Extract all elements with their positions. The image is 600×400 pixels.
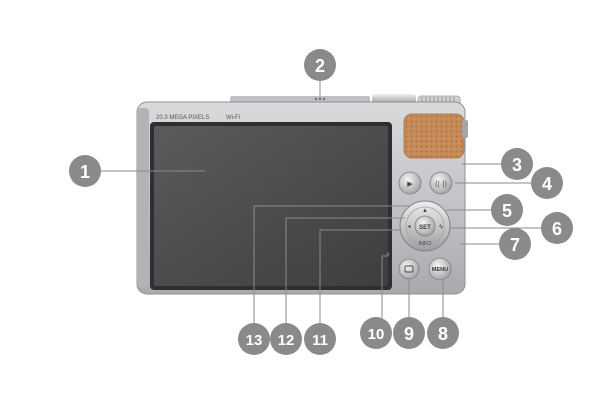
callout-11: 11 [304, 323, 336, 355]
leader-line-10 [381, 255, 388, 318]
callout-4: 4 [531, 167, 563, 199]
svg-text:5: 5 [502, 201, 512, 221]
leader-line-12 [285, 217, 405, 324]
leader-lines [100, 80, 542, 324]
svg-text:8: 8 [438, 324, 448, 344]
svg-text:13: 13 [246, 332, 263, 349]
wifi-button[interactable] [429, 171, 453, 195]
callout-8: 8 [427, 317, 459, 349]
svg-text:9: 9 [404, 324, 414, 344]
func-set-label: SET [419, 225, 431, 231]
svg-text:3: 3 [512, 155, 522, 175]
dial-up-icon: ▲ [422, 208, 428, 214]
wifi-label: Wi-Fi [226, 115, 240, 121]
sensor-label: 20.3 MEGA PIXELS [156, 115, 209, 121]
func-set-button[interactable] [414, 215, 436, 237]
svg-text:10: 10 [368, 326, 385, 343]
callout-5: 5 [491, 194, 523, 226]
svg-text:12: 12 [278, 332, 295, 349]
callout-12: 12 [270, 323, 302, 355]
svg-text:1: 1 [80, 162, 90, 182]
callout-2: 2 [304, 49, 336, 81]
callout-1: 1 [69, 155, 101, 187]
svg-text:7: 7 [510, 235, 520, 255]
menu-button[interactable] [428, 257, 452, 281]
microphone-holes [314, 97, 326, 101]
callout-3: 3 [501, 148, 533, 180]
leader-line-13 [253, 205, 409, 324]
delete-button[interactable] [398, 258, 420, 280]
callout-7: 7 [499, 228, 531, 260]
info-label: INFO [418, 241, 432, 247]
flash-icon: ϟ [439, 224, 443, 231]
body-left-edge [137, 108, 149, 288]
wifi-button-icon: ((·)) [435, 181, 447, 188]
delete-button-icon [404, 265, 414, 273]
callout-9: 9 [393, 317, 425, 349]
svg-text:2: 2 [315, 56, 325, 76]
callout-10: 10 [360, 317, 392, 349]
svg-text:4: 4 [542, 174, 552, 194]
svg-text:6: 6 [552, 219, 562, 239]
dial-left-icon: ◂ [407, 224, 410, 230]
menu-button-label: MENU [432, 267, 448, 273]
leader-line-11 [319, 229, 400, 324]
thumb-grip [403, 113, 465, 159]
callout-13: 13 [238, 323, 270, 355]
control-dial-inner-ring [405, 206, 445, 246]
strap-lug [462, 120, 468, 138]
indicator-lamp [386, 252, 390, 256]
callout-6: 6 [541, 212, 573, 244]
playback-button-icon: ▶ [407, 181, 413, 188]
playback-button[interactable] [398, 171, 422, 195]
svg-text:11: 11 [312, 332, 328, 349]
